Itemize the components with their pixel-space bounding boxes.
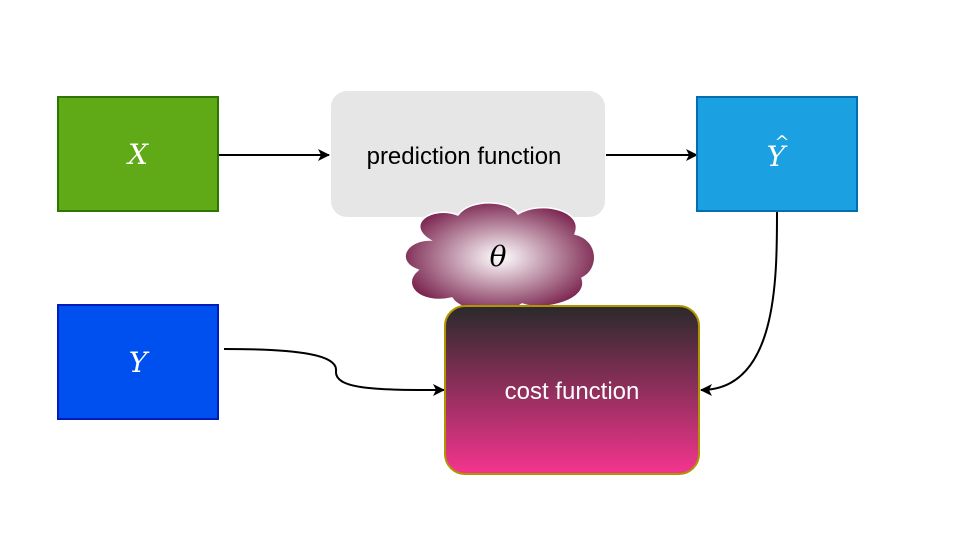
- node-theta-cloud[interactable]: θ: [404, 202, 596, 313]
- edge-yhat-to-cost: [700, 211, 778, 396]
- node-prediction-label: prediction function: [367, 143, 562, 170]
- node-yhat-hat: ^: [774, 132, 789, 153]
- node-y[interactable]: Y: [57, 304, 219, 420]
- node-cost-function[interactable]: cost function: [444, 305, 700, 475]
- node-x-label: X: [126, 138, 149, 171]
- node-yhat-label: Y: [767, 140, 788, 173]
- node-prediction-function[interactable]: prediction function: [331, 91, 605, 217]
- node-cost-label: cost function: [505, 378, 640, 405]
- node-y-label: Y: [129, 346, 150, 379]
- node-theta-label: θ: [490, 240, 507, 273]
- node-x[interactable]: X: [57, 96, 219, 212]
- node-y-hat[interactable]: Y ^: [696, 96, 858, 212]
- edge-y-to-cost: [223, 348, 445, 396]
